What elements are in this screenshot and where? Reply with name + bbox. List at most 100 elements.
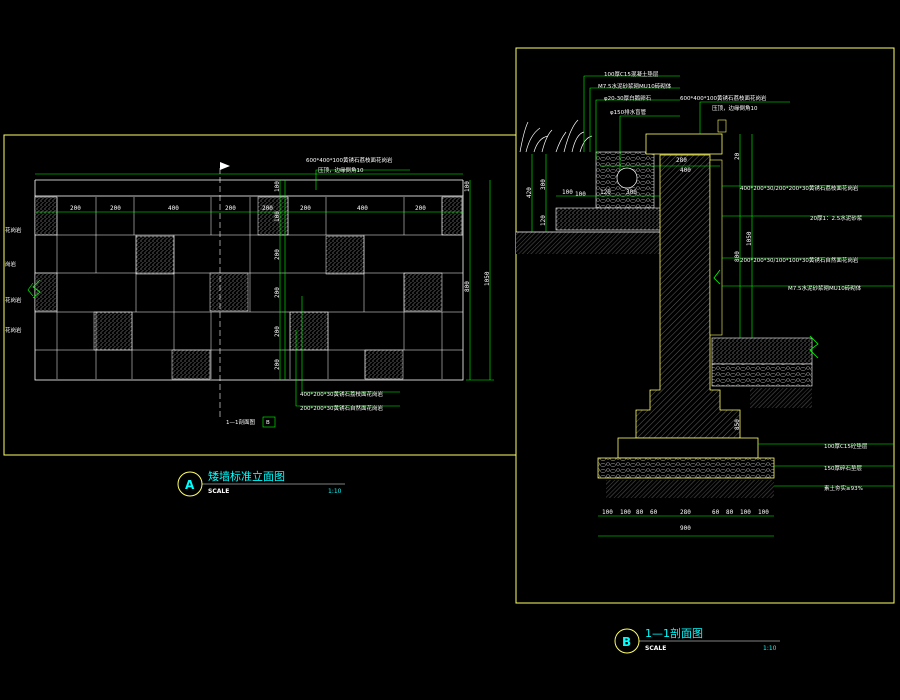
svg-text:100: 100 bbox=[562, 189, 573, 196]
svg-text:200: 200 bbox=[274, 359, 281, 370]
top-dimension-line bbox=[35, 173, 463, 213]
svg-text:岗岩: 岗岩 bbox=[5, 260, 17, 268]
section-bottom-dims: 100 100 80 60 280 60 80 100 100 900 bbox=[602, 509, 769, 532]
svg-text:200: 200 bbox=[415, 205, 426, 212]
svg-text:850: 850 bbox=[734, 419, 741, 430]
right-gravel bbox=[711, 363, 813, 387]
section-left-notes: 100厚C15混凝土垫层 M7.5水泥砂浆砌MU10砖砌体 φ20-30厚白鹅卵… bbox=[598, 70, 672, 116]
drain-pipe-icon bbox=[616, 167, 638, 189]
svg-text:200: 200 bbox=[274, 326, 281, 337]
svg-text:280: 280 bbox=[676, 157, 687, 164]
leader-lines bbox=[295, 169, 410, 407]
svg-text:M7.5水泥砂浆砌MU10砖砌体: M7.5水泥砂浆砌MU10砖砌体 bbox=[598, 82, 672, 90]
grass-icon bbox=[519, 119, 593, 153]
section-mid-dims: 1050 800 850 bbox=[734, 231, 753, 430]
svg-text:200: 200 bbox=[274, 249, 281, 260]
section-view: 100厚C15混凝土垫层 M7.5水泥砂浆砌MU10砖砌体 φ20-30厚白鹅卵… bbox=[515, 47, 895, 654]
elevation-title: 矮墙标准立面图 bbox=[208, 469, 285, 483]
svg-text:300: 300 bbox=[626, 189, 637, 196]
svg-text:M7.5水泥砂浆砌MU10砖砌体: M7.5水泥砂浆砌MU10砖砌体 bbox=[788, 284, 862, 292]
elevation-top-dims: 200 200 400 200 200 200 400 200 bbox=[70, 205, 426, 212]
section-flag-icon bbox=[220, 162, 230, 170]
left-earth bbox=[516, 232, 662, 254]
svg-text:400: 400 bbox=[168, 205, 179, 212]
svg-text:200: 200 bbox=[225, 205, 236, 212]
svg-text:120: 120 bbox=[600, 189, 611, 196]
svg-text:100: 100 bbox=[620, 509, 631, 516]
section-mark-label: 1—1剖面图 bbox=[226, 418, 255, 426]
svg-text:420: 420 bbox=[526, 187, 533, 198]
elevation-side-labels: 花岗岩 岗岩 花岗岩 花岗岩 bbox=[5, 226, 22, 334]
svg-text:80: 80 bbox=[636, 509, 644, 516]
svg-text:60: 60 bbox=[712, 509, 720, 516]
elevation-view: 600*400*100黄锈石荔枝面花岗岩 压顶，边缘倒角10 200 200 4… bbox=[3, 134, 517, 497]
gravel-base bbox=[597, 457, 775, 479]
section-scale-value: 1:10 bbox=[763, 645, 777, 652]
elevation-bottom-note-1: 400*200*30黄锈石荔枝面花岗岩 bbox=[300, 390, 383, 398]
svg-text:100: 100 bbox=[575, 191, 586, 198]
svg-text:φ150排水盲管: φ150排水盲管 bbox=[610, 108, 647, 116]
svg-text:400: 400 bbox=[680, 167, 691, 174]
elevation-top-note-1: 600*400*100黄锈石荔枝面花岗岩 bbox=[306, 156, 393, 164]
svg-text:800: 800 bbox=[734, 251, 741, 262]
elevation-top-note-2: 压顶，边缘倒角10 bbox=[318, 166, 364, 174]
elevation-scale-value: 1:10 bbox=[328, 488, 342, 495]
svg-text:150厚碎石垫层: 150厚碎石垫层 bbox=[824, 464, 862, 472]
svg-text:280: 280 bbox=[680, 509, 691, 516]
svg-text:素土夯实≥93%: 素土夯实≥93% bbox=[824, 484, 863, 492]
svg-text:20厚1：2.5水泥砂浆: 20厚1：2.5水泥砂浆 bbox=[810, 214, 863, 222]
section-leader-lines bbox=[583, 75, 894, 487]
right-earth bbox=[750, 388, 812, 408]
concrete-pad bbox=[617, 437, 759, 459]
left-footing bbox=[555, 207, 667, 231]
section-scale-label: SCALE bbox=[645, 645, 666, 652]
elevation-bottom-note-2: 200*200*30黄锈石自然面花岗岩 bbox=[300, 404, 383, 412]
svg-text:200: 200 bbox=[274, 287, 281, 298]
section-title: 1—1剖面图 bbox=[645, 626, 703, 640]
svg-text:100: 100 bbox=[274, 211, 281, 222]
break-mark-left bbox=[32, 279, 41, 299]
section-left-dims: 300 100 120 420 bbox=[526, 179, 586, 226]
svg-text:400*200*30/200*200*30黄锈石荔枝面花岗岩: 400*200*30/200*200*30黄锈石荔枝面花岗岩 bbox=[740, 184, 859, 192]
svg-text:花岗岩: 花岗岩 bbox=[5, 226, 22, 234]
svg-text:100: 100 bbox=[274, 181, 281, 192]
svg-text:100: 100 bbox=[758, 509, 769, 516]
svg-text:100: 100 bbox=[464, 181, 471, 192]
svg-text:100厚C15砼垫层: 100厚C15砼垫层 bbox=[824, 442, 868, 450]
svg-text:900: 900 bbox=[680, 525, 691, 532]
section-frame bbox=[515, 47, 895, 604]
svg-text:1050: 1050 bbox=[746, 231, 753, 246]
svg-text:600*400*100黄锈石荔枝面花岗岩: 600*400*100黄锈石荔枝面花岗岩 bbox=[680, 94, 767, 102]
right-dimension-lines bbox=[279, 180, 494, 381]
svg-text:80: 80 bbox=[726, 509, 734, 516]
svg-text:200: 200 bbox=[70, 205, 81, 212]
svg-text:20: 20 bbox=[734, 152, 741, 160]
elevation-right-dims: 100 100 200 200 200 200 100 800 1050 bbox=[274, 181, 491, 370]
svg-text:800: 800 bbox=[464, 281, 471, 292]
coping-stone bbox=[645, 133, 723, 155]
svg-text:B: B bbox=[622, 635, 631, 649]
svg-text:60: 60 bbox=[650, 509, 658, 516]
svg-text:100: 100 bbox=[602, 509, 613, 516]
svg-text:100厚C15混凝土垫层: 100厚C15混凝土垫层 bbox=[604, 70, 659, 78]
svg-text:压顶，边缘倒角10: 压顶，边缘倒角10 bbox=[712, 104, 758, 112]
svg-text:200: 200 bbox=[110, 205, 121, 212]
svg-text:1050: 1050 bbox=[484, 271, 491, 286]
svg-text:A: A bbox=[185, 478, 195, 492]
svg-text:400: 400 bbox=[357, 205, 368, 212]
svg-text:花岗岩: 花岗岩 bbox=[5, 326, 22, 334]
section-top-notes: 600*400*100黄锈石荔枝面花岗岩 压顶，边缘倒角10 bbox=[680, 94, 767, 112]
svg-text:300: 300 bbox=[540, 179, 547, 190]
svg-text:120: 120 bbox=[540, 215, 547, 226]
svg-text:200: 200 bbox=[300, 205, 311, 212]
block-joints bbox=[35, 197, 463, 379]
section-right-notes: 400*200*30/200*200*30黄锈石荔枝面花岗岩 20厚1：2.5水… bbox=[740, 184, 868, 492]
elevation-scale-label: SCALE bbox=[208, 488, 229, 495]
stone-blocks bbox=[34, 196, 463, 380]
svg-text:花岗岩: 花岗岩 bbox=[5, 296, 22, 304]
svg-text:200: 200 bbox=[262, 205, 273, 212]
compacted-soil bbox=[606, 480, 774, 498]
svg-text:200*200*30/100*100*30黄锈石自然面花岗岩: 200*200*30/100*100*30黄锈石自然面花岗岩 bbox=[740, 256, 859, 264]
facing-layer bbox=[709, 159, 723, 336]
